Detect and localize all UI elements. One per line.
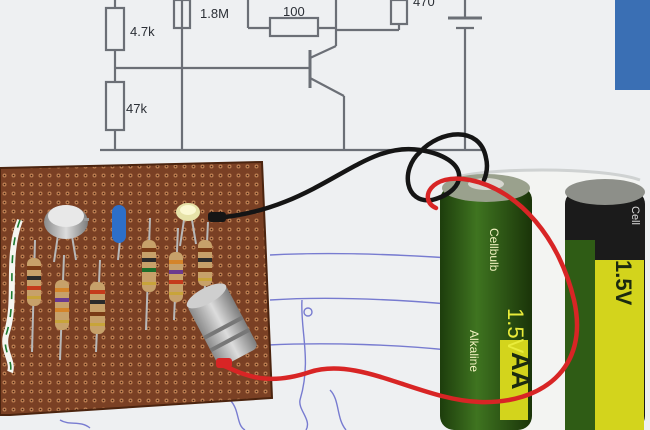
resistor-r3 <box>90 282 105 334</box>
battery-2-voltage: 1.5V <box>611 260 636 306</box>
schematic-resistor-1-8m <box>172 0 192 30</box>
transistor-small-can <box>44 205 89 239</box>
resistor-r4 <box>142 240 156 292</box>
battery-1-size: AA <box>506 352 536 390</box>
battery-1-voltage: 1.5V <box>503 308 528 354</box>
black-wire-solder <box>208 212 226 222</box>
power-transistor-can <box>186 283 257 366</box>
blue-desk-corner <box>615 0 650 90</box>
label-resistor-1-8m: 1.8M <box>200 6 229 21</box>
white-wire <box>2 218 23 374</box>
resistor-r2 <box>55 280 69 330</box>
red-wire <box>219 176 580 405</box>
battery-1 <box>440 174 532 430</box>
small-component-top <box>176 203 200 221</box>
resistor-r5 <box>169 252 183 302</box>
label-resistor-100: 100 <box>283 4 305 19</box>
pen-scribbles <box>59 252 451 430</box>
red-wire-solder <box>216 358 232 368</box>
label-resistor-47k: 47k <box>126 101 147 116</box>
battery-2-brand: Cell <box>629 206 641 225</box>
battery-1-brand: Cellbulb <box>487 228 501 272</box>
blue-capacitor <box>112 205 126 243</box>
battery-1-type: Alkaline <box>467 330 481 372</box>
battery-2 <box>565 179 645 430</box>
label-resistor-470: 470 <box>413 0 435 9</box>
resistor-r6 <box>198 240 212 286</box>
resistor-r1 <box>27 258 41 306</box>
label-resistor-4-7k: 4.7k <box>130 24 155 39</box>
